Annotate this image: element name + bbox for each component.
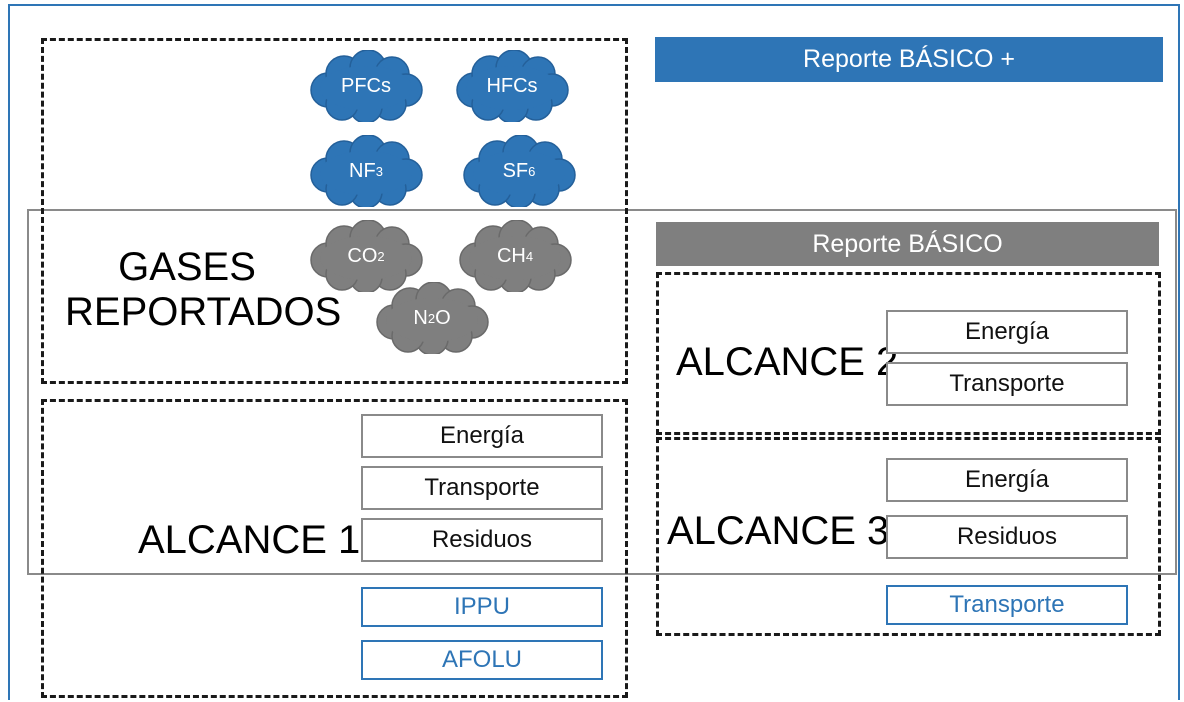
outer-frame	[8, 4, 1180, 700]
gas-label: CO	[347, 244, 378, 267]
gases-title: GASES REPORTADOS	[65, 245, 342, 335]
gas-cloud-hfcs: HFCs	[452, 50, 572, 122]
gas-label: HFCs	[486, 74, 538, 97]
scope1-item-energia: Energía	[361, 414, 603, 458]
gas-label: NF	[349, 159, 376, 182]
scope3-group-box	[656, 437, 1161, 636]
basic-plus-report-banner: Reporte BÁSICO +	[655, 37, 1163, 82]
gas-label: N	[413, 306, 428, 329]
scope1-title: ALCANCE 1	[138, 518, 361, 562]
scope3-title: ALCANCE 3	[667, 509, 890, 553]
scope3-item-transporte: Transporte	[886, 585, 1128, 625]
scope1-group-box	[41, 399, 628, 698]
basic-report-banner: Reporte BÁSICO	[656, 222, 1159, 266]
scope2-item-energia: Energía	[886, 310, 1128, 354]
scope2-group-box	[656, 272, 1161, 435]
gases-title-line2: REPORTADOS	[65, 289, 342, 334]
scope2-title: ALCANCE 2	[676, 340, 899, 384]
gas-label: CH	[496, 244, 526, 267]
scope2-item-transporte: Transporte	[886, 362, 1128, 406]
scope3-item-residuos: Residuos	[886, 515, 1128, 559]
basic-report-region	[27, 209, 1177, 575]
gas-subscript: 3	[375, 163, 383, 179]
scope1-item-afolu: AFOLU	[361, 640, 603, 680]
gas-label: PFCs	[341, 74, 391, 97]
gas-subscript: 6	[528, 163, 536, 179]
gases-group-box	[41, 38, 628, 384]
gases-title-line1: GASES	[118, 245, 256, 289]
scope1-item-ippu: IPPU	[361, 587, 603, 627]
gas-subscript: 2	[377, 248, 385, 264]
scope1-item-residuos: Residuos	[361, 518, 603, 562]
gas-cloud-pfcs: PFCs	[306, 50, 426, 122]
scope1-item-transporte: Transporte	[361, 466, 603, 510]
gas-subscript: 4	[525, 248, 534, 264]
gas-label: SF	[502, 159, 529, 182]
scope3-item-energia: Energía	[886, 458, 1128, 502]
gas-label-suffix: O	[435, 306, 451, 329]
gas-subscript: 2	[427, 310, 436, 326]
